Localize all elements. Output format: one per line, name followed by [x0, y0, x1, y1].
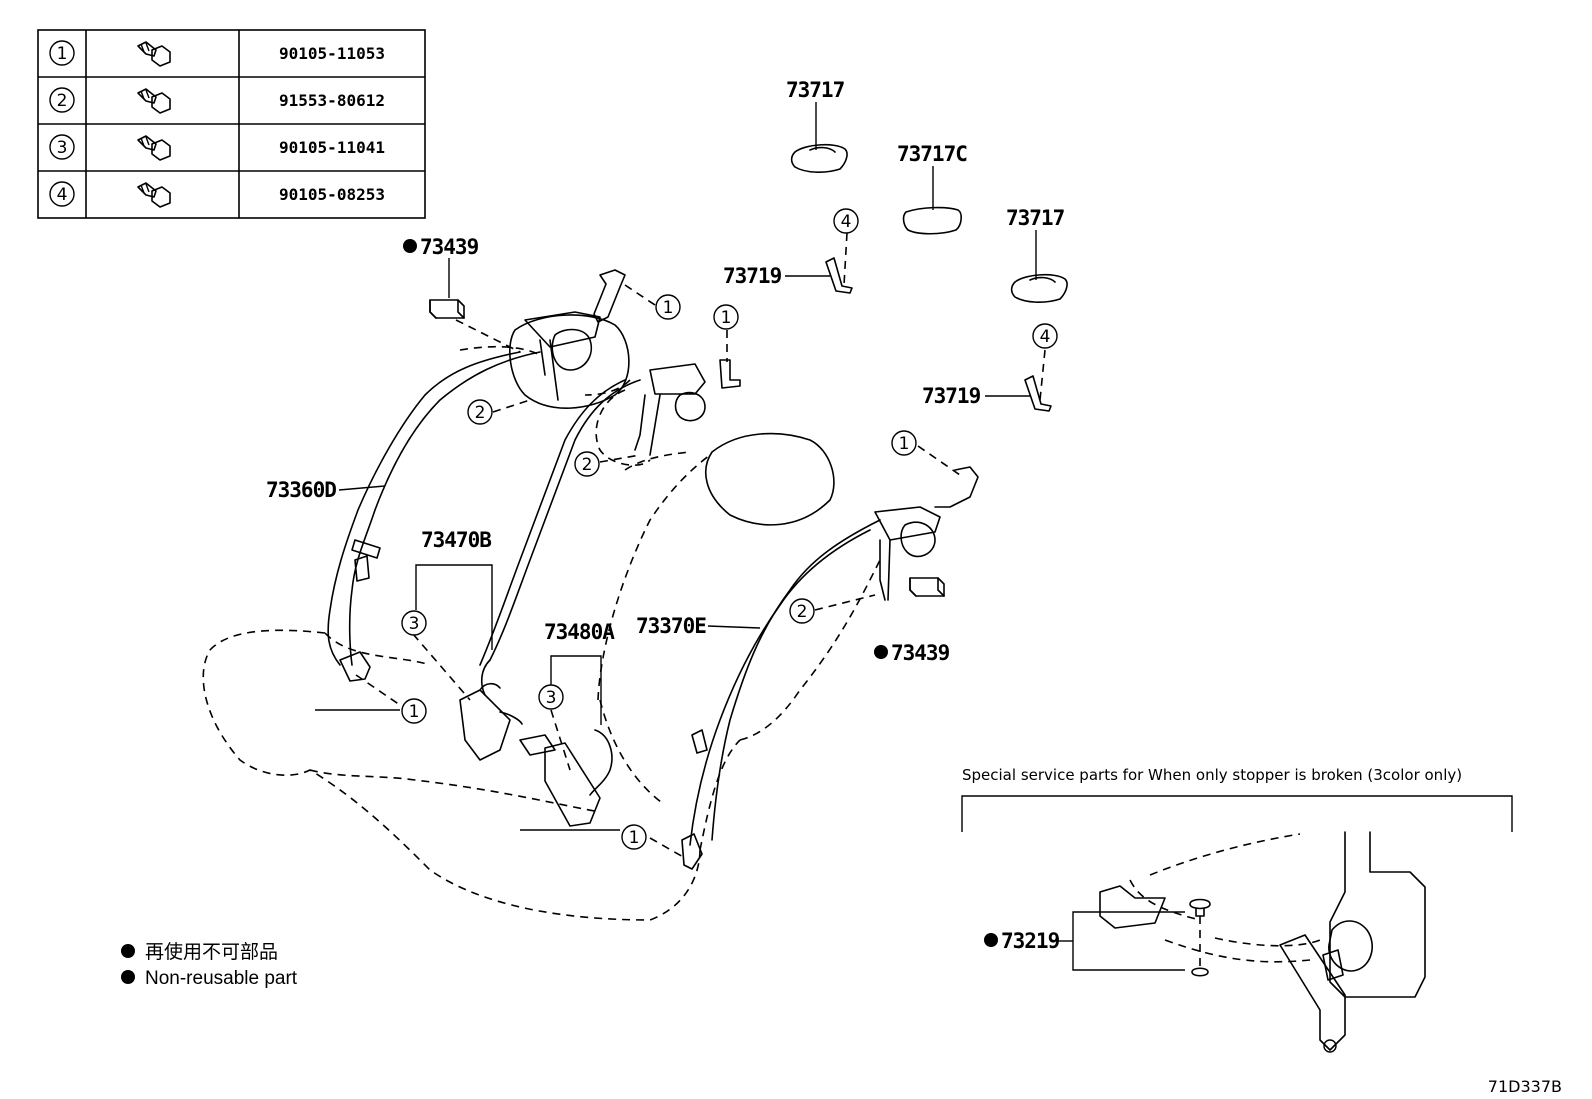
bezel-right: [909, 577, 945, 597]
bolt-icon: [137, 135, 171, 161]
label-belt-left: 73360D: [266, 478, 336, 502]
bolt-icon: [137, 41, 171, 67]
legend-en: Non-reusable part: [145, 968, 298, 989]
cover-73717C: [902, 206, 962, 235]
connectors: [355, 232, 1046, 859]
legend-jp: 再使用不可部品: [145, 941, 278, 963]
guide-73719-right: [1024, 375, 1052, 412]
callout-2: 2: [797, 602, 808, 622]
leader-lines: [315, 102, 1037, 831]
table-ref-2: 2: [57, 91, 68, 111]
left-headrest: [509, 314, 630, 409]
table-part-no-4: 90105-08253: [279, 185, 385, 204]
callout-4: 4: [841, 212, 852, 232]
callout-2: 2: [475, 403, 486, 423]
label-buckle-center: 73480A: [544, 620, 615, 644]
label-stopper: 73219: [1001, 929, 1060, 953]
table-part-no-1: 90105-11053: [279, 44, 385, 63]
bolt-icon: [137, 88, 171, 114]
callout-1: 1: [409, 702, 420, 722]
label-guide-right: 73719: [922, 384, 981, 408]
table-part-no-2: 91553-80612: [279, 91, 385, 110]
guide-73719-left: [825, 257, 853, 294]
callout-1: 1: [899, 434, 910, 454]
fastener-table: 1 90105-11053 2 91553-80612 3 90105-1104…: [37, 29, 426, 219]
callout-1: 1: [629, 828, 640, 848]
table-ref-4: 4: [57, 185, 68, 205]
callout-1: 1: [663, 298, 674, 318]
cover-73717-left: [790, 143, 848, 173]
bezel-left: [429, 299, 465, 319]
center-retractor-belt: [479, 359, 741, 666]
label-belt-right: 73370E: [636, 614, 706, 638]
label-cover-left: 73717: [786, 78, 845, 102]
label-bezel-right: 73439: [891, 641, 950, 665]
callout-2: 2: [582, 455, 593, 475]
label-cover-center: 73717C: [897, 142, 967, 166]
label-guide-left: 73719: [723, 264, 782, 288]
callouts: 1 1 2 2 4 4 1 2 3 1 3 1: [401, 208, 1058, 850]
label-cover-right: 73717: [1006, 206, 1065, 230]
diagram-code: 71D337B: [1488, 1077, 1562, 1096]
special-service-inset: Special service parts for When only stop…: [961, 766, 1513, 1053]
bolt-icon: [137, 182, 171, 208]
seat-outline: [202, 345, 881, 921]
callout-3: 3: [546, 688, 557, 708]
cover-73717-right: [1010, 273, 1068, 303]
label-buckle-left: 73470B: [421, 528, 491, 552]
callout-3: 3: [409, 614, 420, 634]
special-note: Special service parts for When only stop…: [962, 766, 1462, 784]
callout-4: 4: [1040, 327, 1051, 347]
buckle-73480A: [519, 729, 613, 827]
legend: 再使用不可部品 Non-reusable part: [121, 941, 298, 989]
label-bezel-left: 73439: [420, 235, 479, 259]
table-part-no-3: 90105-11041: [279, 138, 385, 157]
part-labels: 73439 73717 73717C 73717 73719 73719 733…: [266, 78, 1066, 665]
right-headrest: [704, 432, 835, 526]
callout-1: 1: [721, 308, 732, 328]
right-outer-belt: [681, 466, 979, 870]
buckle-73470B: [459, 659, 523, 761]
table-ref-3: 3: [57, 138, 68, 158]
table-ref-1: 1: [57, 44, 68, 64]
left-outer-belt: [327, 269, 626, 682]
